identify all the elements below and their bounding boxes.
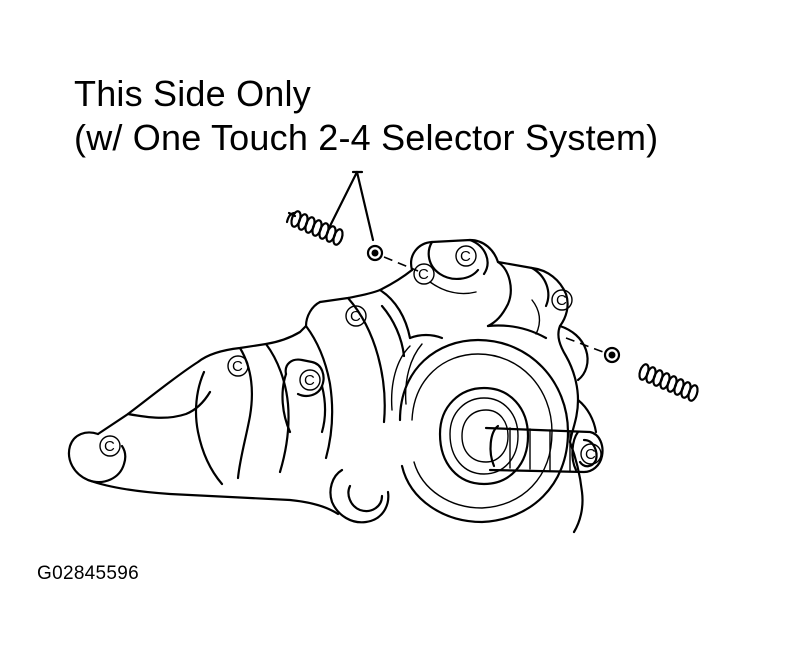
bolt-markers: C C C C C C C C <box>99 245 602 465</box>
svg-text:C: C <box>304 372 315 389</box>
svg-text:C: C <box>232 358 243 375</box>
svg-text:C: C <box>418 266 429 283</box>
svg-text:C: C <box>104 438 115 455</box>
transfer-case-housing <box>67 238 598 534</box>
bolt-marker-2: C <box>551 289 573 311</box>
callout-line-2: (w/ One Touch 2-4 Selector System) <box>74 117 659 158</box>
svg-text:C: C <box>585 446 596 463</box>
bolt-marker-5: C <box>227 355 249 377</box>
svg-text:C: C <box>460 248 471 265</box>
bolt-marker-4: C <box>345 305 367 327</box>
lower-ball <box>603 346 621 364</box>
upper-spring <box>285 210 344 246</box>
callout-line-1: This Side Only <box>74 73 311 114</box>
bolt-marker-7: C <box>99 435 121 457</box>
bolt-marker-6: C <box>299 369 321 391</box>
callout-label: This Side Only (w/ One Touch 2-4 Selecto… <box>74 72 658 160</box>
bolt-marker-1: C <box>455 245 477 267</box>
upper-guide-line <box>383 256 419 272</box>
upper-ball <box>366 244 384 262</box>
output-shaft <box>484 424 604 474</box>
lower-spring <box>638 363 699 402</box>
housing-ribs <box>390 281 541 411</box>
callout-leader-lines <box>328 170 375 242</box>
svg-text:C: C <box>556 292 567 309</box>
figure-id: G02845596 <box>37 563 140 584</box>
bolt-marker-8: C <box>580 443 602 465</box>
bolt-marker-3: C <box>413 263 435 285</box>
svg-text:C: C <box>350 308 361 325</box>
